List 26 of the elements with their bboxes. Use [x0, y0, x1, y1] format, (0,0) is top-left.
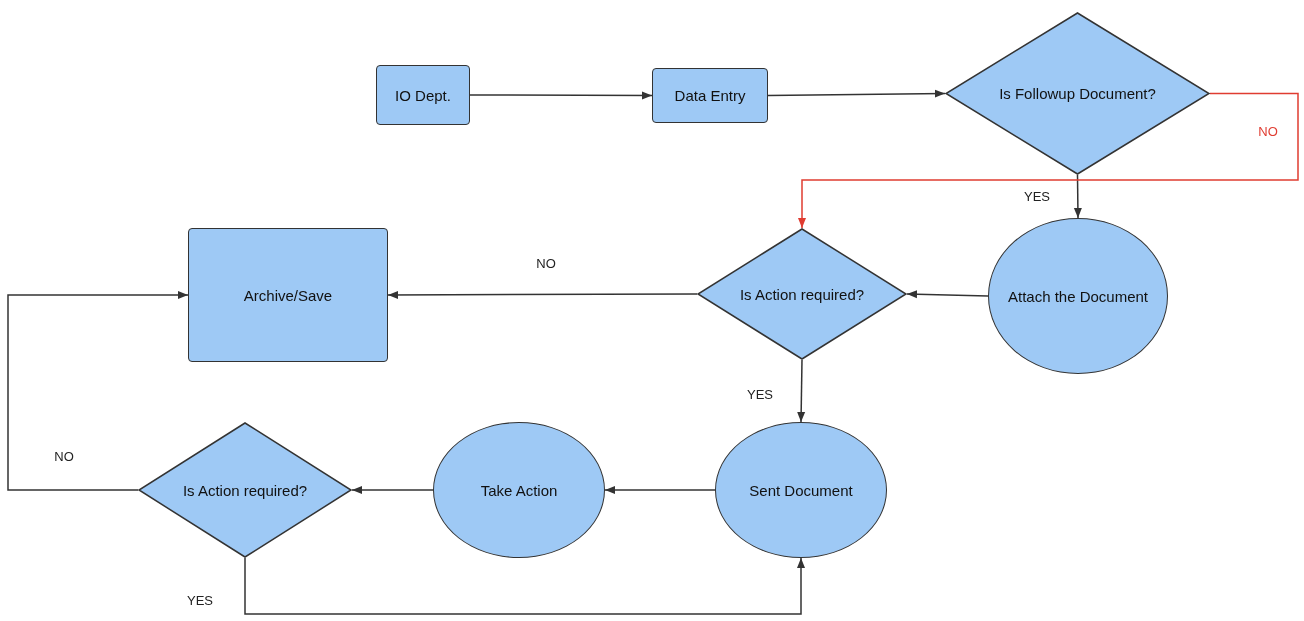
arrow	[1073, 174, 1082, 219]
process-box	[188, 228, 388, 362]
node-label: Is Action required?	[739, 285, 865, 303]
arrow	[7, 291, 189, 491]
node-label: Take Action	[480, 481, 558, 499]
arrow	[767, 89, 946, 98]
arrow	[244, 557, 805, 615]
node-label: Is Action required?	[182, 481, 308, 499]
arrow	[604, 486, 716, 494]
node-label: Data Entry	[674, 87, 746, 104]
arrow	[351, 486, 434, 494]
arrow	[797, 359, 806, 423]
arrow	[906, 290, 989, 299]
arrow	[469, 91, 653, 100]
process-box	[376, 65, 470, 125]
decision-diamond	[138, 422, 352, 558]
arrow	[798, 92, 1299, 229]
decision-diamond	[697, 228, 907, 360]
node-label: Attach the Document	[1007, 287, 1149, 305]
arrow	[387, 290, 698, 299]
node-label: Archive/Save	[243, 286, 333, 304]
node-label: Is Followup Document?	[999, 85, 1156, 102]
node-label: Sent Document	[749, 481, 853, 499]
process-box	[652, 68, 768, 123]
node-label: IO Dept.	[395, 86, 451, 104]
decision-diamond	[945, 12, 1210, 175]
